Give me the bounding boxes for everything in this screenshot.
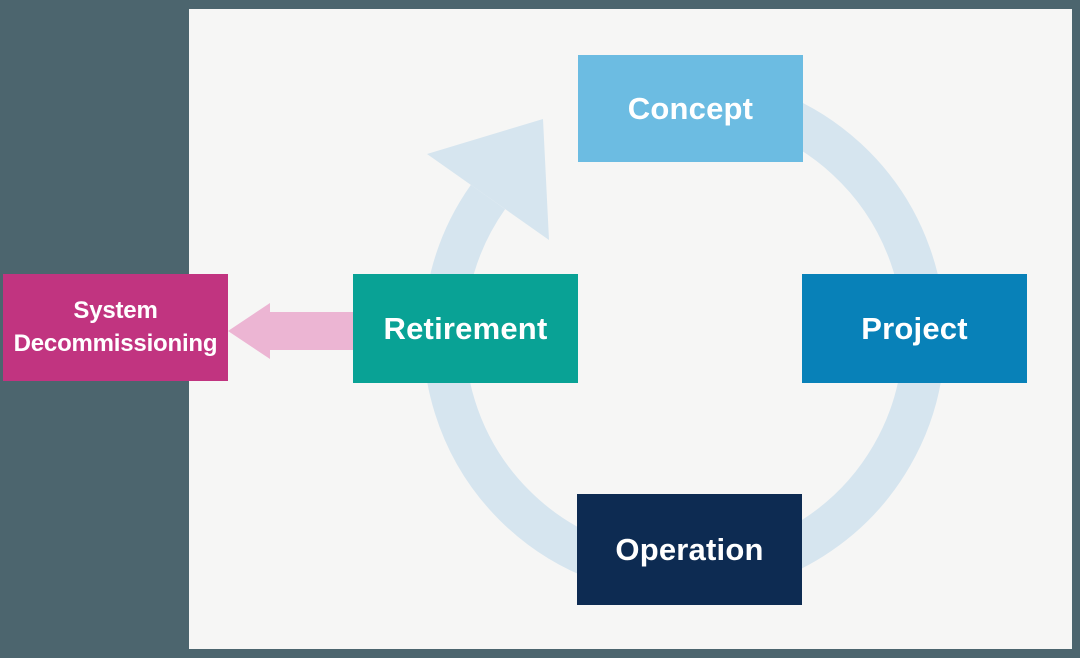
node-retirement: Retirement <box>353 274 578 383</box>
node-operation: Operation <box>577 494 802 605</box>
node-system-decommissioning-label-line1: System <box>73 297 158 325</box>
node-system-decommissioning: System Decommissioning <box>3 274 228 381</box>
node-retirement-label: Retirement <box>383 310 548 346</box>
node-concept-label: Concept <box>627 90 754 126</box>
node-project: Project <box>802 274 1027 383</box>
node-concept: Concept <box>578 55 803 162</box>
node-system-decommissioning-label-line2: Decommissioning <box>13 329 218 357</box>
node-operation-label: Operation <box>615 531 764 567</box>
node-project-label: Project <box>861 310 968 346</box>
